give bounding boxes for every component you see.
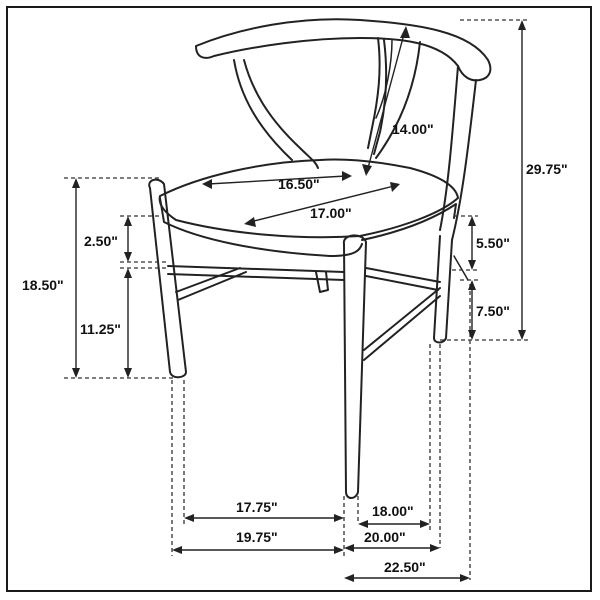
- dim-stretcher-height: 11.25": [80, 321, 121, 337]
- diagram-frame: [6, 6, 592, 592]
- dim-arm-stretcher: 7.50": [476, 303, 510, 319]
- dimension-lines: [72, 20, 526, 582]
- dim-seat-thickness: 2.50": [84, 233, 118, 249]
- dim-front-width-outer: 19.75": [236, 529, 278, 545]
- front-left-leg: [148, 178, 187, 379]
- left-arm-inner: [233, 59, 293, 161]
- extension-lines: [64, 19, 528, 580]
- dim-overall-height: 29.75": [526, 161, 568, 177]
- back-left-leg: [315, 271, 329, 293]
- dim-arm-to-seat: 5.50": [476, 235, 510, 251]
- dim-seat-width-diag: 17.00": [310, 205, 352, 221]
- dim-side-depth-outer: 20.00": [364, 529, 406, 545]
- chair-drawing: [148, 18, 492, 499]
- front-right-leg: [342, 234, 367, 499]
- right-stretcher: [365, 267, 441, 291]
- dim-overall-depth: 22.50": [384, 559, 426, 575]
- back-right-leg: [433, 235, 453, 344]
- dim-front-width-inner: 17.75": [236, 499, 278, 515]
- back-right-post: [439, 65, 459, 231]
- back-splat-detail: [375, 39, 393, 119]
- left-stretcher: [175, 267, 247, 301]
- dim-back-height: 14.00": [392, 121, 434, 137]
- back-right-post-2: [451, 79, 477, 241]
- dim-side-depth-inner: 18.00": [372, 503, 414, 519]
- left-arm: [243, 59, 319, 169]
- seat-top: [158, 158, 459, 239]
- arm-stretcher-right: [453, 255, 469, 281]
- seat-right-edge: [361, 203, 457, 241]
- dim-seat-height: 18.50": [22, 277, 64, 293]
- backrest-top-rail: [195, 18, 492, 82]
- seat-front-edge: [159, 197, 363, 257]
- front-stretcher: [167, 265, 345, 281]
- dim-seat-depth-diag: 16.50": [278, 176, 320, 192]
- back-stretcher: [363, 287, 441, 361]
- dimension-labels: 14.00" 16.50" 17.00" 29.75" 18.50" 2.50"…: [22, 121, 568, 575]
